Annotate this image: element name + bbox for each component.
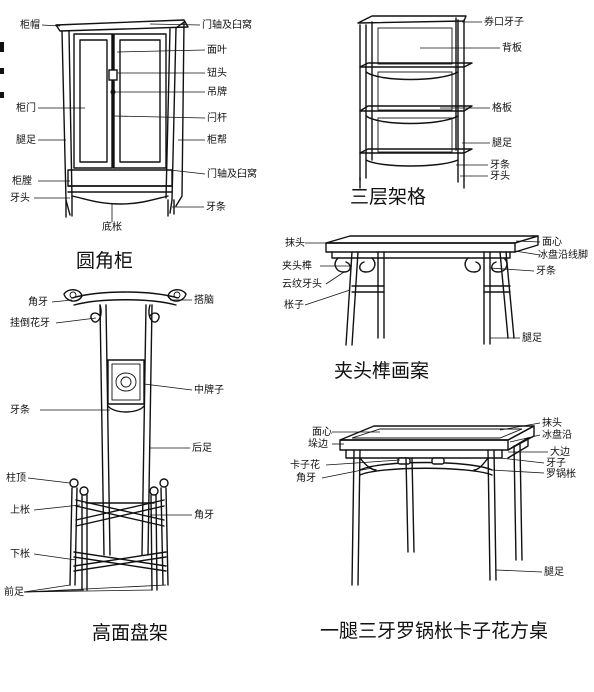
label-zhong-pai-zi: 中牌子 xyxy=(194,385,224,396)
label-hou-zu: 后足 xyxy=(192,443,212,454)
label-tui-zu-sq: 腿足 xyxy=(544,567,564,578)
label-ya-tiao-table: 牙条 xyxy=(536,266,556,277)
label-juan-kou-ya-zi: 券口牙子 xyxy=(484,17,524,28)
label-ya-zi: 牙子 xyxy=(546,458,566,469)
label-gui-bang: 柜帮 xyxy=(207,135,227,146)
label-jiao-ya-mid: 角牙 xyxy=(194,510,214,521)
label-ya-tiao-basin: 牙条 xyxy=(10,405,30,416)
square-table-drawing xyxy=(321,422,548,586)
label-yun-wen: 云纹牙头 xyxy=(282,279,322,290)
label-tui-zu-shelf: 腿足 xyxy=(492,138,512,149)
label-shuan-gan: 闩杆 xyxy=(207,113,227,124)
label-qian-zu: 前足 xyxy=(4,587,24,598)
margin-mark xyxy=(0,42,4,52)
label-xia-zhang: 下枨 xyxy=(10,549,30,560)
margin-mark xyxy=(0,68,4,74)
label-di-zhang: 底枨 xyxy=(102,222,122,233)
label-zhang-zi: 枨子 xyxy=(284,300,304,311)
label-jiao-ya-sq: 角牙 xyxy=(296,473,316,484)
label-ya-tou-cabinet: 牙头 xyxy=(10,193,30,204)
label-ka-zi-hua: 卡子花 xyxy=(290,460,320,471)
label-da-bian: 大边 xyxy=(550,447,570,458)
label-duo-bian: 垛边 xyxy=(308,439,328,450)
label-mian-ye: 面叶 xyxy=(207,45,227,56)
label-bing-pan-table: 冰盘沿线脚 xyxy=(538,250,588,261)
caption-table: 夹头榫画案 xyxy=(334,360,430,382)
caption-shelf: 三层架格 xyxy=(350,186,427,208)
caption-square-table: 一腿三牙罗锅枨卡子花方桌 xyxy=(320,620,549,642)
label-niu-tou: 钮头 xyxy=(207,68,227,79)
label-bing-pan-sq: 冰盘沿 xyxy=(542,430,572,441)
table-drawing xyxy=(304,235,541,346)
label-gua-dao: 挂倒花牙 xyxy=(10,318,50,329)
label-jiao-ya-top: 角牙 xyxy=(28,297,48,308)
label-diao-pai: 吊牌 xyxy=(207,87,227,98)
label-gui-tang: 柜膛 xyxy=(12,176,32,187)
label-zhu-ding: 柱顶 xyxy=(6,473,26,484)
label-tui-zu-cabinet: 腿足 xyxy=(16,135,36,146)
caption-basin: 高面盘架 xyxy=(92,622,169,644)
margin-mark xyxy=(0,92,4,98)
label-gui-mao: 柜帽 xyxy=(20,20,40,31)
label-jia-tou-sun: 夹头榫 xyxy=(282,261,312,272)
label-men-zhou-bottom: 门轴及臼窝 xyxy=(207,169,257,180)
label-ya-tou-shelf: 牙头 xyxy=(490,171,510,182)
label-tui-zu-table: 腿足 xyxy=(522,333,542,344)
label-luo-guo: 罗锅枨 xyxy=(546,469,576,480)
cabinet-drawing xyxy=(34,19,206,222)
caption-cabinet: 圆角柜 xyxy=(76,250,134,272)
label-ya-tiao-shelf: 牙条 xyxy=(490,160,510,171)
label-bei-ban: 背板 xyxy=(502,43,522,54)
label-mian-xin-table: 面心 xyxy=(542,237,562,248)
label-gui-men: 柜门 xyxy=(16,103,36,114)
label-mo-tou-sq: 抹头 xyxy=(542,418,562,429)
label-mian-xin-sq: 面心 xyxy=(312,427,332,438)
label-men-zhou-top: 门轴及臼窝 xyxy=(202,20,252,31)
label-da-nao: 搭脑 xyxy=(194,295,214,306)
basin-drawing xyxy=(23,289,193,593)
shelf-drawing xyxy=(357,15,500,189)
label-mo-tou-table: 抹头 xyxy=(285,238,305,249)
label-shang-zhang: 上枨 xyxy=(10,505,30,516)
label-ge-ban: 格板 xyxy=(492,103,512,114)
label-ya-tiao-cabinet: 牙条 xyxy=(206,202,226,213)
